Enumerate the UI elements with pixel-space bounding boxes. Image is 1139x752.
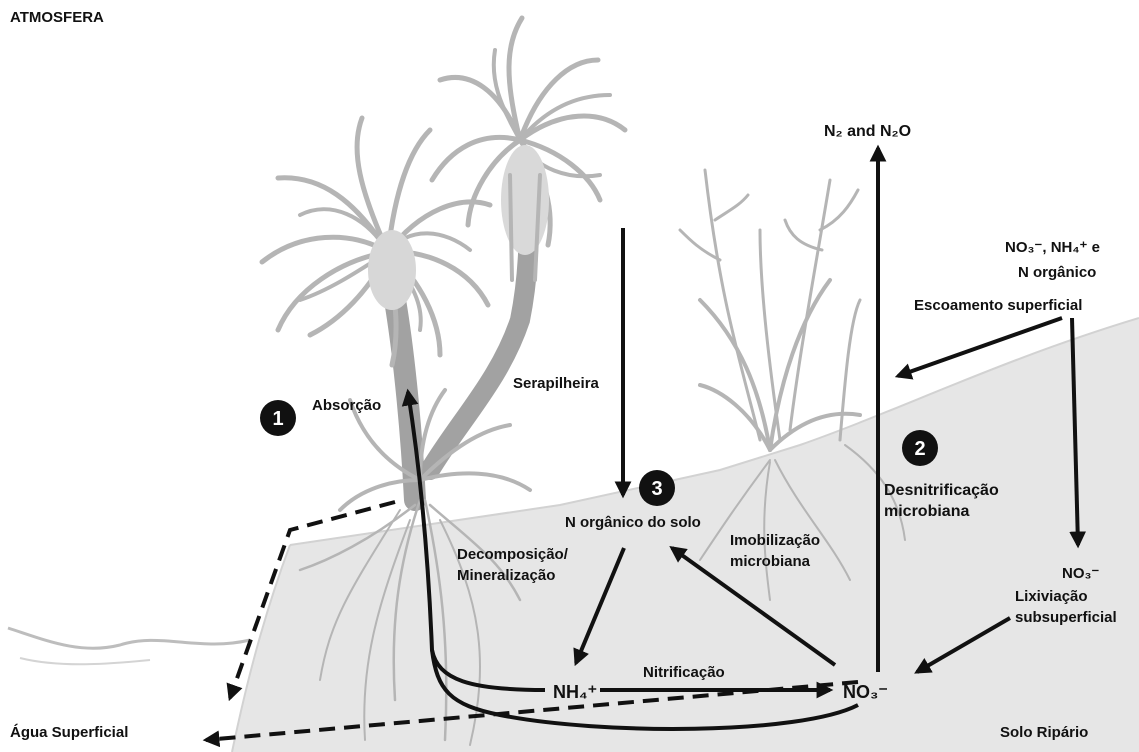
marker-3: 3 bbox=[639, 470, 675, 506]
label-lixiviacao-line1: Lixiviação bbox=[1015, 588, 1088, 605]
label-imobilizacao-line1: Imobilização bbox=[730, 532, 820, 549]
label-n-organico-solo: N orgânico do solo bbox=[565, 514, 701, 531]
label-atmosfera: ATMOSFERA bbox=[10, 9, 104, 26]
marker-1: 1 bbox=[260, 400, 296, 436]
label-absorcao: Absorção bbox=[312, 397, 381, 414]
soil-area bbox=[232, 318, 1139, 752]
label-no3-right: NO₃⁻ bbox=[1062, 565, 1099, 582]
label-serapilheira: Serapilheira bbox=[513, 375, 600, 392]
label-nh4: NH₄⁺ bbox=[553, 682, 597, 702]
water-surface bbox=[8, 628, 250, 648]
label-desnitrificacao-line1: Desnitrificação bbox=[884, 482, 999, 499]
label-escoamento: Escoamento superficial bbox=[914, 297, 1082, 314]
svg-text:1: 1 bbox=[272, 408, 283, 430]
marker-2: 2 bbox=[902, 430, 938, 466]
label-solo-ripario: Solo Ripário bbox=[1000, 724, 1088, 741]
label-nox-top-line1: NO₃⁻, NH₄⁺ e bbox=[1005, 239, 1100, 256]
svg-text:2: 2 bbox=[914, 438, 925, 460]
label-n2-n2o: N₂ and N₂O bbox=[824, 123, 911, 140]
label-imobilizacao-line2: microbiana bbox=[730, 553, 811, 570]
label-lixiviacao-line2: subsuperficial bbox=[1015, 609, 1117, 626]
water-surface-ripple bbox=[20, 658, 150, 664]
label-nox-top-line2: N orgânico bbox=[1018, 264, 1096, 281]
label-decomposicao-line2: Mineralização bbox=[457, 567, 555, 584]
label-no3: NO₃⁻ bbox=[843, 682, 888, 702]
label-agua-superficial: Água Superficial bbox=[10, 724, 128, 741]
label-nitrificacao: Nitrificação bbox=[643, 664, 725, 681]
label-decomposicao-line1: Decomposição/ bbox=[457, 546, 569, 563]
label-desnitrificacao-line2: microbiana bbox=[884, 503, 969, 520]
svg-text:3: 3 bbox=[651, 478, 662, 500]
